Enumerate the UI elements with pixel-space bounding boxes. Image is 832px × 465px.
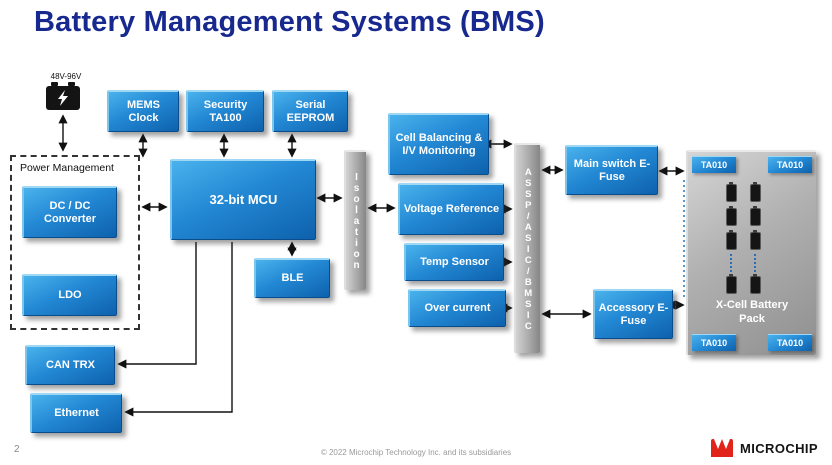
connector-mcu-ethernet [124,242,233,417]
ta010-chip-top-right: TA010 [768,156,812,173]
block-ethernet: Ethernet [30,393,122,433]
block-security-ta100: Security TA100 [186,90,264,132]
battery-input-icon [46,82,80,110]
block-dcdc-converter: DC / DC Converter [22,186,117,238]
battery-cell-icon [750,206,761,226]
block-cell-balancing: Cell Balancing & I/V Monitoring [388,113,489,175]
block-serial-eeprom: Serial EEPROM [272,90,348,132]
block-main-switch-efuse: Main switch E-Fuse [565,145,658,195]
block-voltage-reference: Voltage Reference [398,183,504,235]
xcell-battery-pack-panel: TA010 TA010 X-Cell Battery Pack TA010 TA… [686,150,816,355]
lightning-bolt-icon [58,90,68,106]
battery-cell-icon [726,206,737,226]
battery-cell-icon [726,230,737,250]
page-number: 2 [14,444,20,455]
power-management-label: Power Management [20,162,114,174]
battery-cell-icon [750,230,761,250]
battery-cell-icon [750,274,761,294]
isolation-bar-label: Isolation [351,171,362,271]
block-mems-clock: MEMS Clock [107,90,179,132]
microchip-logo-text: MICROCHIP [740,440,818,456]
block-accessory-efuse: Accessory E-Fuse [593,289,673,339]
series-dotted-line [730,254,732,272]
series-dotted-line [754,254,756,272]
block-temp-sensor: Temp Sensor [404,243,504,281]
battery-pack-title: X-Cell Battery Pack [715,299,789,325]
block-over-current: Over current [408,289,506,327]
battery-cell-icon [726,274,737,294]
block-can-trx: CAN TRX [25,345,115,385]
assp-asic-bmsic-bar: ASSP/ASIC/BMSIC [514,143,540,353]
block-ldo: LDO [22,274,117,316]
battery-cell-icon [726,182,737,202]
copyright-text: © 2022 Microchip Technology Inc. and its… [320,448,512,457]
battery-cell-icon [750,182,761,202]
block-mcu: 32-bit MCU [170,159,316,240]
battery-input-label: 48V-96V [50,72,82,81]
isolation-bar: Isolation [344,150,366,290]
assp-asic-bmsic-label: ASSP/ASIC/BMSIC [522,166,534,332]
ta010-chip-bottom-left: TA010 [692,334,736,351]
microchip-m-icon [711,439,733,457]
ta010-chip-bottom-right: TA010 [768,334,812,351]
page-title: Battery Management Systems (BMS) [34,6,545,38]
ta010-chip-top-left: TA010 [692,156,736,173]
block-ble: BLE [254,258,330,298]
microchip-logo: MICROCHIP [709,437,818,459]
